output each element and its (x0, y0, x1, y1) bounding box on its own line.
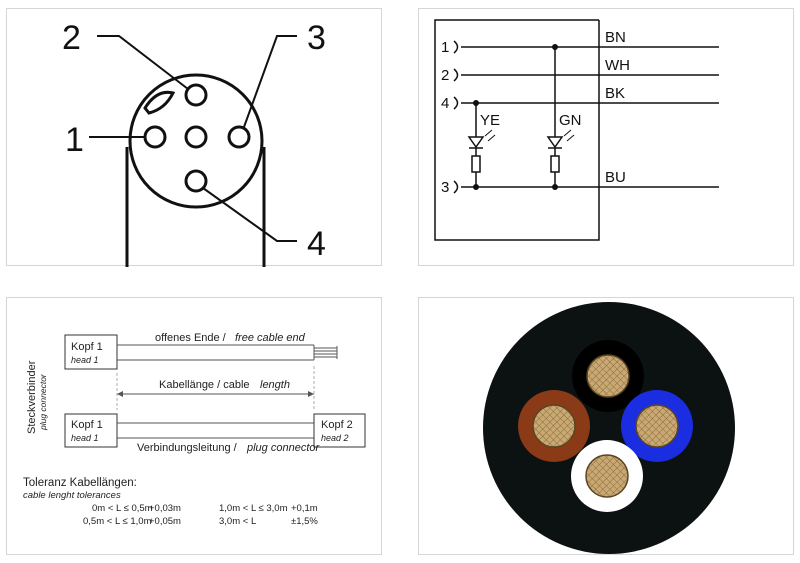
led-label-ye: YE (480, 112, 500, 129)
free-end-label-en: free cable end (235, 332, 306, 344)
head1-top-box (64, 334, 118, 370)
cable-length-panel: Steckverbinder plug connector offenes En… (6, 297, 382, 555)
length-label-en: length (260, 379, 290, 391)
side-label: Steckverbinder (26, 360, 38, 434)
connector-label-en: plug connector (246, 442, 320, 454)
conductor-white (585, 454, 629, 498)
tolerance-range-1: 0m < L ≤ 0,5m (92, 503, 153, 514)
pinout-diagram: 2 3 1 4 (62, 19, 326, 267)
schematic-pin-3: 3 (441, 179, 449, 196)
schematic-frame (434, 19, 600, 241)
tolerance-range-2: 0,5m < L ≤ 1,0m (83, 516, 152, 527)
wire-label-wh: WH (605, 57, 630, 74)
schematic-panel: 1 2 4 3 BN WH BK BU (418, 8, 794, 266)
tolerance-range-4: 3,0m < L (219, 516, 256, 527)
side-label-en: plug connector (38, 373, 48, 431)
wire-label-bn: BN (605, 29, 626, 46)
led-label-gn: GN (559, 112, 582, 129)
pin-center-hole (184, 125, 208, 149)
connector-label: Verbindungsleitung / (137, 442, 238, 454)
head1-bottom-label: Kopf 1 (71, 419, 103, 431)
led-ye-branch (467, 103, 496, 187)
schematic-pin-4: 4 (441, 95, 449, 112)
cable-length-drawing: Steckverbinder plug connector offenes En… (23, 332, 366, 527)
pinout-panel: 2 3 1 4 (6, 8, 382, 267)
head2-box (313, 413, 366, 448)
tolerance-subtitle: cable lenght tolerances (23, 490, 121, 501)
tolerance-value-3: +0,1m (291, 503, 318, 514)
head1-top-label-en: head 1 (71, 355, 99, 365)
tolerance-value-4: ±1,5% (291, 516, 318, 527)
head1-bottom-box (64, 413, 118, 448)
pin-1-hole (143, 125, 167, 149)
length-label: Kabellänge / cable (159, 379, 250, 391)
head1-bottom-label-en: head 1 (71, 433, 99, 443)
cable-cross-section (483, 302, 735, 554)
schematic-pin-2: 2 (441, 67, 449, 84)
cross-section-panel (418, 297, 794, 555)
cable-jacket (483, 302, 735, 554)
pin-3-hole (227, 125, 251, 149)
pin-label-1: 1 (65, 121, 84, 159)
head2-label-en: head 2 (321, 433, 349, 443)
tolerance-value-2: +0,05m (149, 516, 181, 527)
wiring-schematic: 1 2 4 3 BN WH BK BU (434, 19, 719, 241)
head2-label: Kopf 2 (321, 419, 353, 431)
wire-label-bk: BK (605, 85, 625, 102)
pin-label-4: 4 (307, 225, 326, 263)
led-gn-branch (546, 47, 575, 187)
pin-2-hole (184, 83, 208, 107)
schematic-pin-1: 1 (441, 39, 449, 56)
free-cable-end-wires (314, 346, 338, 359)
wire-label-bu: BU (605, 169, 626, 186)
pin-label-3: 3 (307, 19, 326, 57)
head1-top-label: Kopf 1 (71, 341, 103, 353)
conductor-black (586, 354, 630, 398)
pin-label-2: 2 (62, 19, 81, 57)
tolerance-title: Toleranz Kabellängen: (23, 477, 137, 489)
conductor-blue (635, 404, 679, 448)
coding-key (143, 90, 176, 115)
tolerance-value-1: +0,03m (149, 503, 181, 514)
free-end-label: offenes Ende / (155, 332, 227, 344)
tolerance-range-3: 1,0m < L ≤ 3,0m (219, 503, 288, 514)
conductor-brown (532, 404, 576, 448)
pin-4-hole (184, 169, 208, 193)
